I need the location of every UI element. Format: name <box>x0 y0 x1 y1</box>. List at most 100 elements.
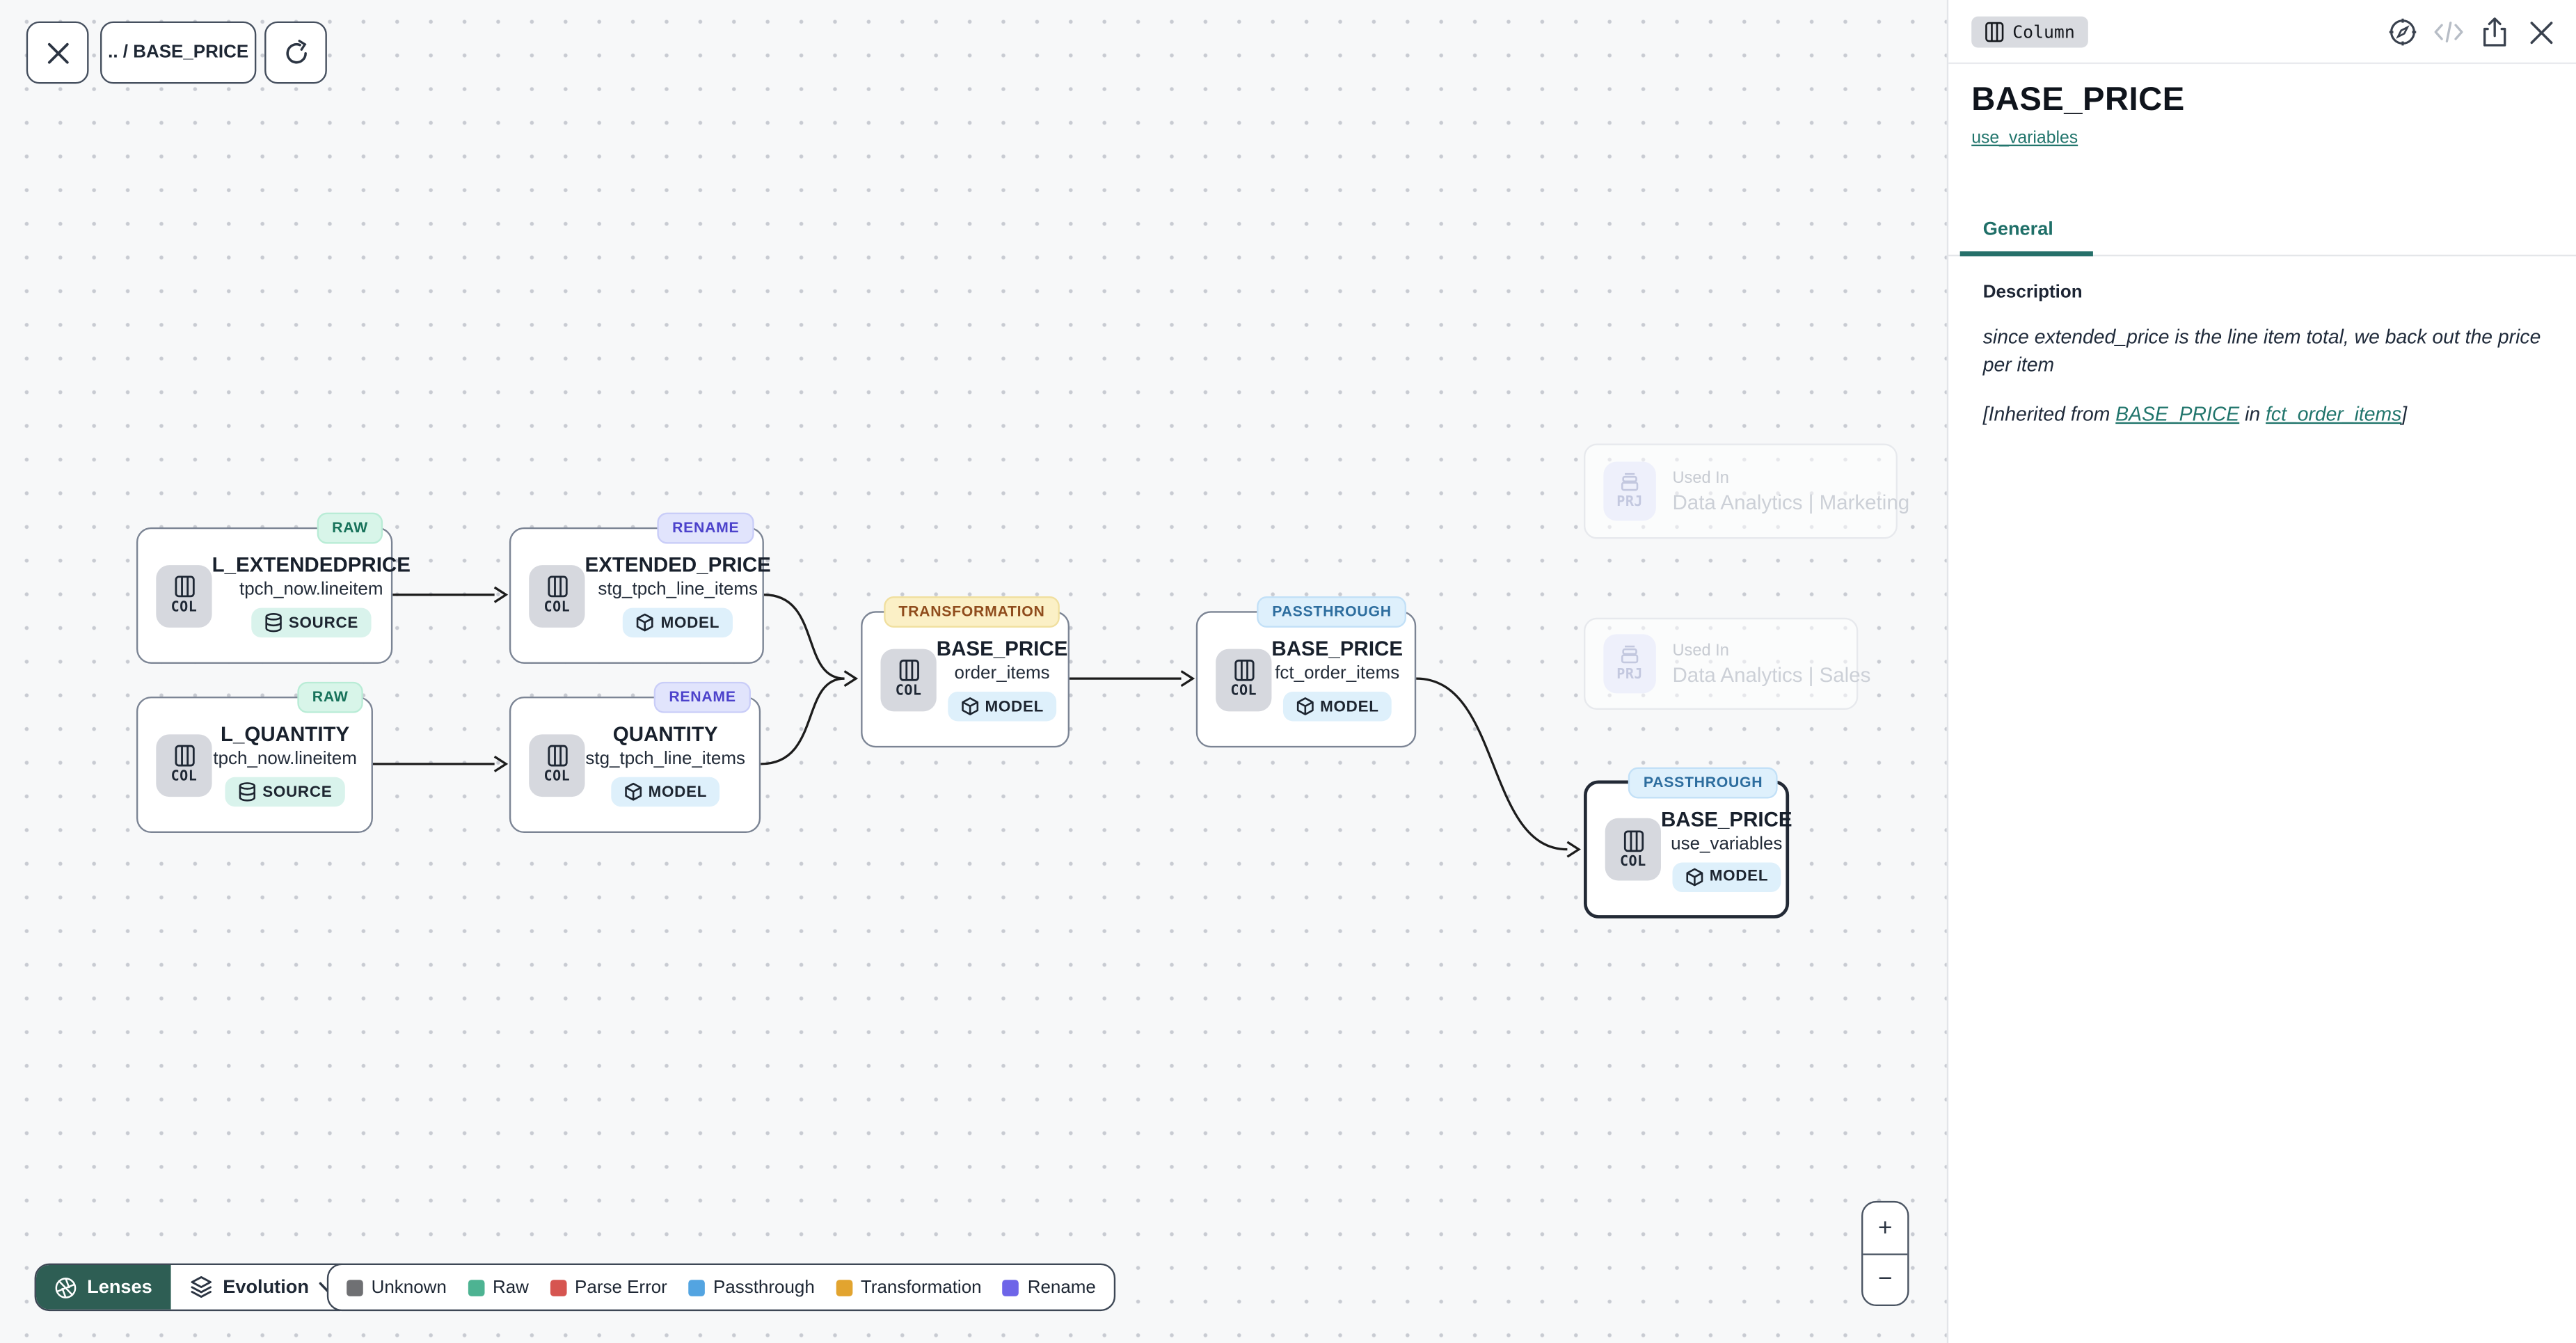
node-text: BASE_PRICE use_variables MODEL <box>1661 807 1792 891</box>
lineage-node[interactable]: RAW COL L_QUANTITY tpch_now.lineitem SOU… <box>136 681 373 834</box>
project-icon <box>1621 645 1639 664</box>
panel-actions <box>2387 17 2557 48</box>
node-kind-pill: MODEL <box>1671 861 1782 891</box>
lineage-node[interactable]: RENAME COL EXTENDED_PRICE stg_tpch_line_… <box>509 512 771 664</box>
column-type-chip: COL <box>529 564 585 627</box>
column-icon <box>1985 22 2004 42</box>
ghost-text: Used In Data Analytics | Marketing <box>1672 469 1909 514</box>
inherited-model-link[interactable]: fct_order_items <box>2266 402 2402 425</box>
zoom-in-button[interactable]: + <box>1863 1202 1908 1255</box>
explore-button[interactable] <box>2387 17 2419 48</box>
edge-arrowhead <box>843 670 859 688</box>
used-in-label: Used In <box>1672 641 1729 660</box>
lineage-canvas[interactable]: .. / BASE_PRICE RAW COL L_EXTENDEDPRICE … <box>0 0 1947 1343</box>
column-chip-label: COL <box>895 683 922 700</box>
node-text: EXTENDED_PRICE stg_tpch_line_items MODEL <box>585 553 771 638</box>
node-title: EXTENDED_PRICE <box>585 553 771 577</box>
used-in-label: Used In <box>1672 469 1729 488</box>
node-text: QUANTITY stg_tpch_line_items MODEL <box>585 723 746 807</box>
legend-label: Parse Error <box>575 1277 667 1298</box>
description-text: since extended_price is the line item to… <box>1982 325 2541 377</box>
node-subtitle: stg_tpch_line_items <box>585 749 745 769</box>
used-in-ghost-card[interactable]: PRJ Used In Data Analytics | Marketing <box>1584 443 1909 539</box>
legend-label: Unknown <box>371 1277 447 1298</box>
code-icon <box>2434 22 2463 42</box>
used-in-ghost-card[interactable]: PRJ Used In Data Analytics | Sales <box>1584 617 1870 710</box>
entity-type-label: Column <box>2012 22 2075 42</box>
node-text: L_EXTENDEDPRICE tpch_now.lineitem SOURCE <box>212 554 411 638</box>
model-icon <box>1296 697 1313 715</box>
model-link-row: use_variables <box>1971 128 2553 148</box>
node-derivation-badge: RAW <box>317 512 383 544</box>
used-in-project: Data Analytics | Marketing <box>1672 490 1910 514</box>
details-panel: Column BASE_PRICE use_variables <box>1946 0 2576 1343</box>
share-icon <box>2483 17 2506 47</box>
project-chip-label: PRJ <box>1616 667 1643 684</box>
model-icon <box>624 782 642 801</box>
breadcrumb[interactable]: .. / BASE_PRICE <box>100 21 257 84</box>
lineage-node[interactable]: PASSTHROUGH COL BASE_PRICE fct_order_ite… <box>1195 596 1417 748</box>
tab-general[interactable]: General <box>1959 210 2093 257</box>
node-subtitle: order_items <box>954 663 1050 684</box>
node-subtitle: tpch_now.lineitem <box>213 749 357 769</box>
node-kind-label: MODEL <box>1320 697 1379 716</box>
column-chip-label: COL <box>170 768 198 786</box>
zoom-out-button[interactable]: − <box>1863 1255 1907 1305</box>
node-derivation-badge: RENAME <box>654 681 751 713</box>
edge-extended-price-to-base-price <box>763 594 845 680</box>
close-panel-button[interactable] <box>2525 17 2557 48</box>
description-inherited: [Inherited from BASE_PRICE in fct_order_… <box>1983 402 2543 425</box>
project-chip: PRJ <box>1603 461 1656 521</box>
entity-type-chip: Column <box>1971 16 2088 48</box>
project-icon <box>1621 472 1639 491</box>
legend-item: Raw <box>468 1278 529 1297</box>
node-kind-label: MODEL <box>1709 867 1769 886</box>
legend-label: Raw <box>492 1277 529 1298</box>
refresh-button[interactable] <box>264 21 327 84</box>
node-kind-pill: SOURCE <box>251 607 372 638</box>
legend-label: Transformation <box>860 1277 982 1298</box>
zoom-in-label: + <box>1877 1214 1893 1242</box>
zoom-controls: + − <box>1861 1200 1909 1306</box>
column-icon <box>898 659 919 681</box>
lineage-node[interactable]: PASSTHROUGH COL BASE_PRICE use_variables… <box>1584 767 1792 919</box>
lens-selector[interactable]: Evolution <box>170 1265 353 1310</box>
node-kind-label: SOURCE <box>262 783 333 801</box>
lenses-button[interactable]: Lenses <box>35 1264 170 1310</box>
column-icon <box>174 745 194 767</box>
node-subtitle: tpch_now.lineitem <box>239 580 383 600</box>
legend-swatch <box>836 1279 853 1296</box>
close-lineage-button[interactable] <box>26 21 89 84</box>
node-text: BASE_PRICE order_items MODEL <box>937 637 1067 722</box>
node-title: BASE_PRICE <box>1660 807 1792 831</box>
column-chip-label: COL <box>543 599 571 617</box>
close-icon <box>47 42 68 63</box>
panel-tabs: General <box>1948 210 2576 257</box>
node-title: BASE_PRICE <box>1271 637 1404 661</box>
legend-label: Passthrough <box>713 1277 815 1298</box>
project-chip-label: PRJ <box>1616 494 1643 511</box>
aperture-icon <box>55 1276 77 1298</box>
node-kind-label: MODEL <box>648 783 708 801</box>
legend-swatch <box>468 1279 485 1296</box>
lineage-node[interactable]: TRANSFORMATION COL BASE_PRICE order_item… <box>861 596 1070 748</box>
panel-header: Column <box>1948 0 2576 65</box>
model-link[interactable]: use_variables <box>1971 128 2078 148</box>
inherited-column-link[interactable]: BASE_PRICE <box>2115 402 2240 425</box>
column-type-chip: COL <box>156 564 212 627</box>
node-kind-pill: MODEL <box>610 777 721 807</box>
share-button[interactable] <box>2479 17 2511 48</box>
node-kind-pill: MODEL <box>1282 691 1392 722</box>
node-subtitle: use_variables <box>1671 834 1783 854</box>
node-title: L_QUANTITY <box>220 722 350 746</box>
node-kind-label: MODEL <box>660 613 720 632</box>
column-chip-label: COL <box>1230 683 1257 700</box>
legend-item: Transformation <box>836 1277 982 1298</box>
lenses-label: Lenses <box>87 1277 152 1298</box>
lineage-node[interactable]: RAW COL L_EXTENDEDPRICE tpch_now.lineite… <box>136 512 411 664</box>
lineage-node[interactable]: RENAME COL QUANTITY stg_tpch_line_items … <box>509 681 761 834</box>
code-button[interactable] <box>2433 17 2465 48</box>
node-kind-pill: MODEL <box>947 691 1057 722</box>
panel-title: BASE_PRICE <box>1971 82 2185 118</box>
